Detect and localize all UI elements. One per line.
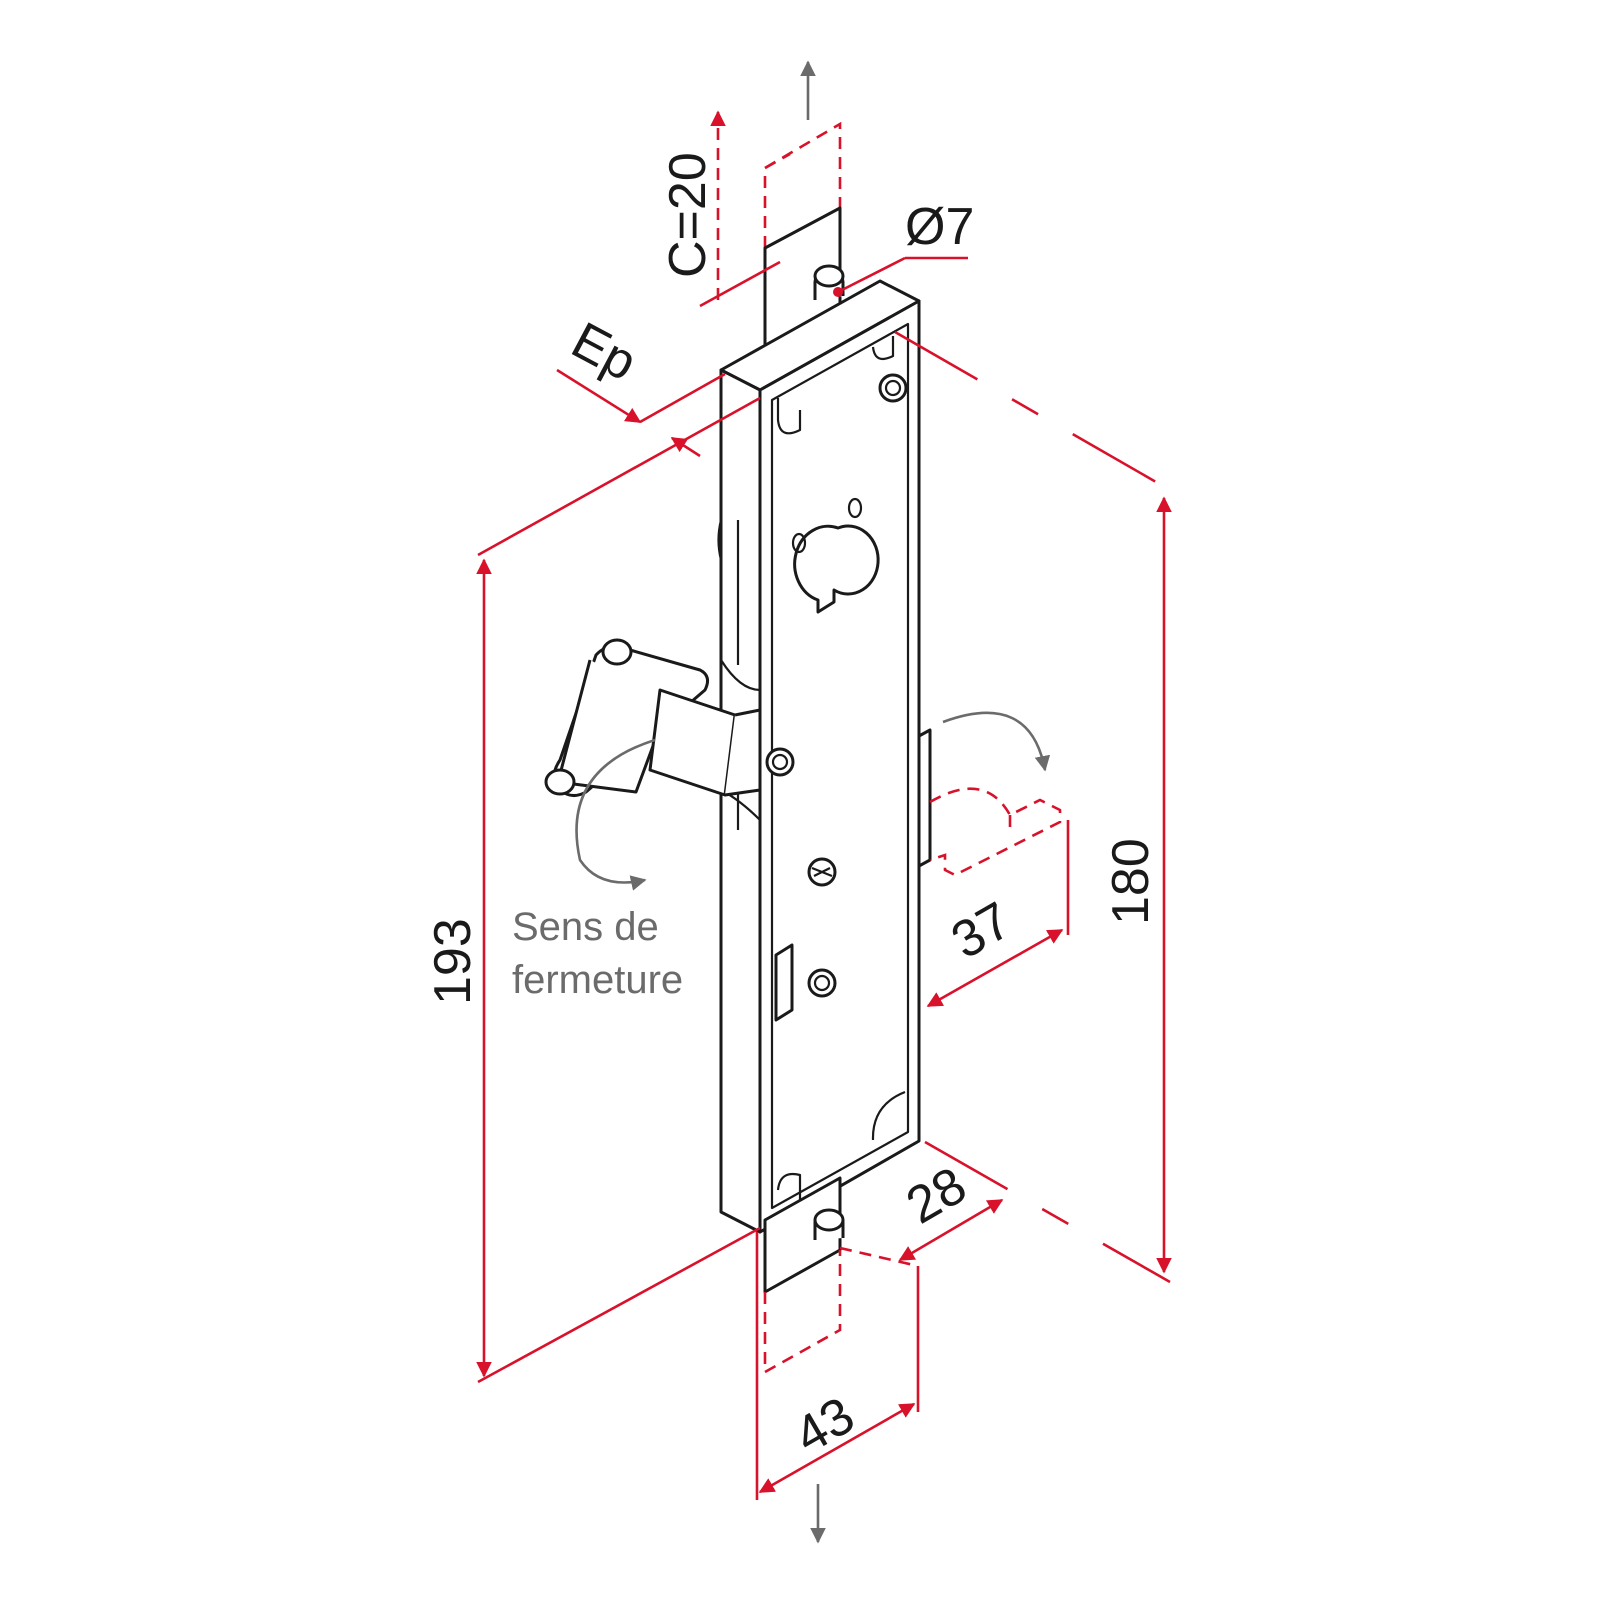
dimension-thickness: Ep	[556, 311, 726, 458]
slot	[774, 943, 794, 1022]
dimension-height-total: 193	[424, 396, 761, 1384]
lever-handle	[544, 638, 762, 891]
screw-lower	[807, 857, 837, 887]
label-stroke: C=20	[659, 152, 717, 278]
latch	[917, 711, 1062, 877]
bottom-bolt	[763, 1176, 845, 1544]
label-height-total: 193	[424, 918, 482, 1005]
screw-middle	[765, 747, 795, 777]
label-width-total: 43	[785, 1386, 864, 1465]
dimension-height-faceplate: 180	[894, 330, 1172, 1284]
closing-direction-arrow	[575, 738, 656, 891]
top-bolt-extended-outline	[763, 60, 842, 288]
screw-bottom	[807, 968, 837, 998]
pin-marker	[833, 287, 843, 297]
closing-direction-note: Sens de fermeture	[512, 905, 683, 1002]
dimension-backset: 37	[926, 820, 1070, 1008]
label-pin-diameter: Ø7	[905, 198, 974, 256]
label-closing-direction-line1: Sens de	[512, 905, 659, 949]
cylinder-hole	[791, 497, 880, 614]
dimension-pin-diameter: Ø7	[833, 198, 974, 297]
label-closing-direction-line2: fermeture	[512, 958, 683, 1002]
latch-rotation-arrow	[942, 711, 1051, 772]
label-height-faceplate: 180	[1102, 838, 1160, 925]
dimension-stroke: C=20	[659, 110, 781, 308]
screw-top	[878, 373, 908, 403]
lock-body	[717, 279, 921, 1234]
